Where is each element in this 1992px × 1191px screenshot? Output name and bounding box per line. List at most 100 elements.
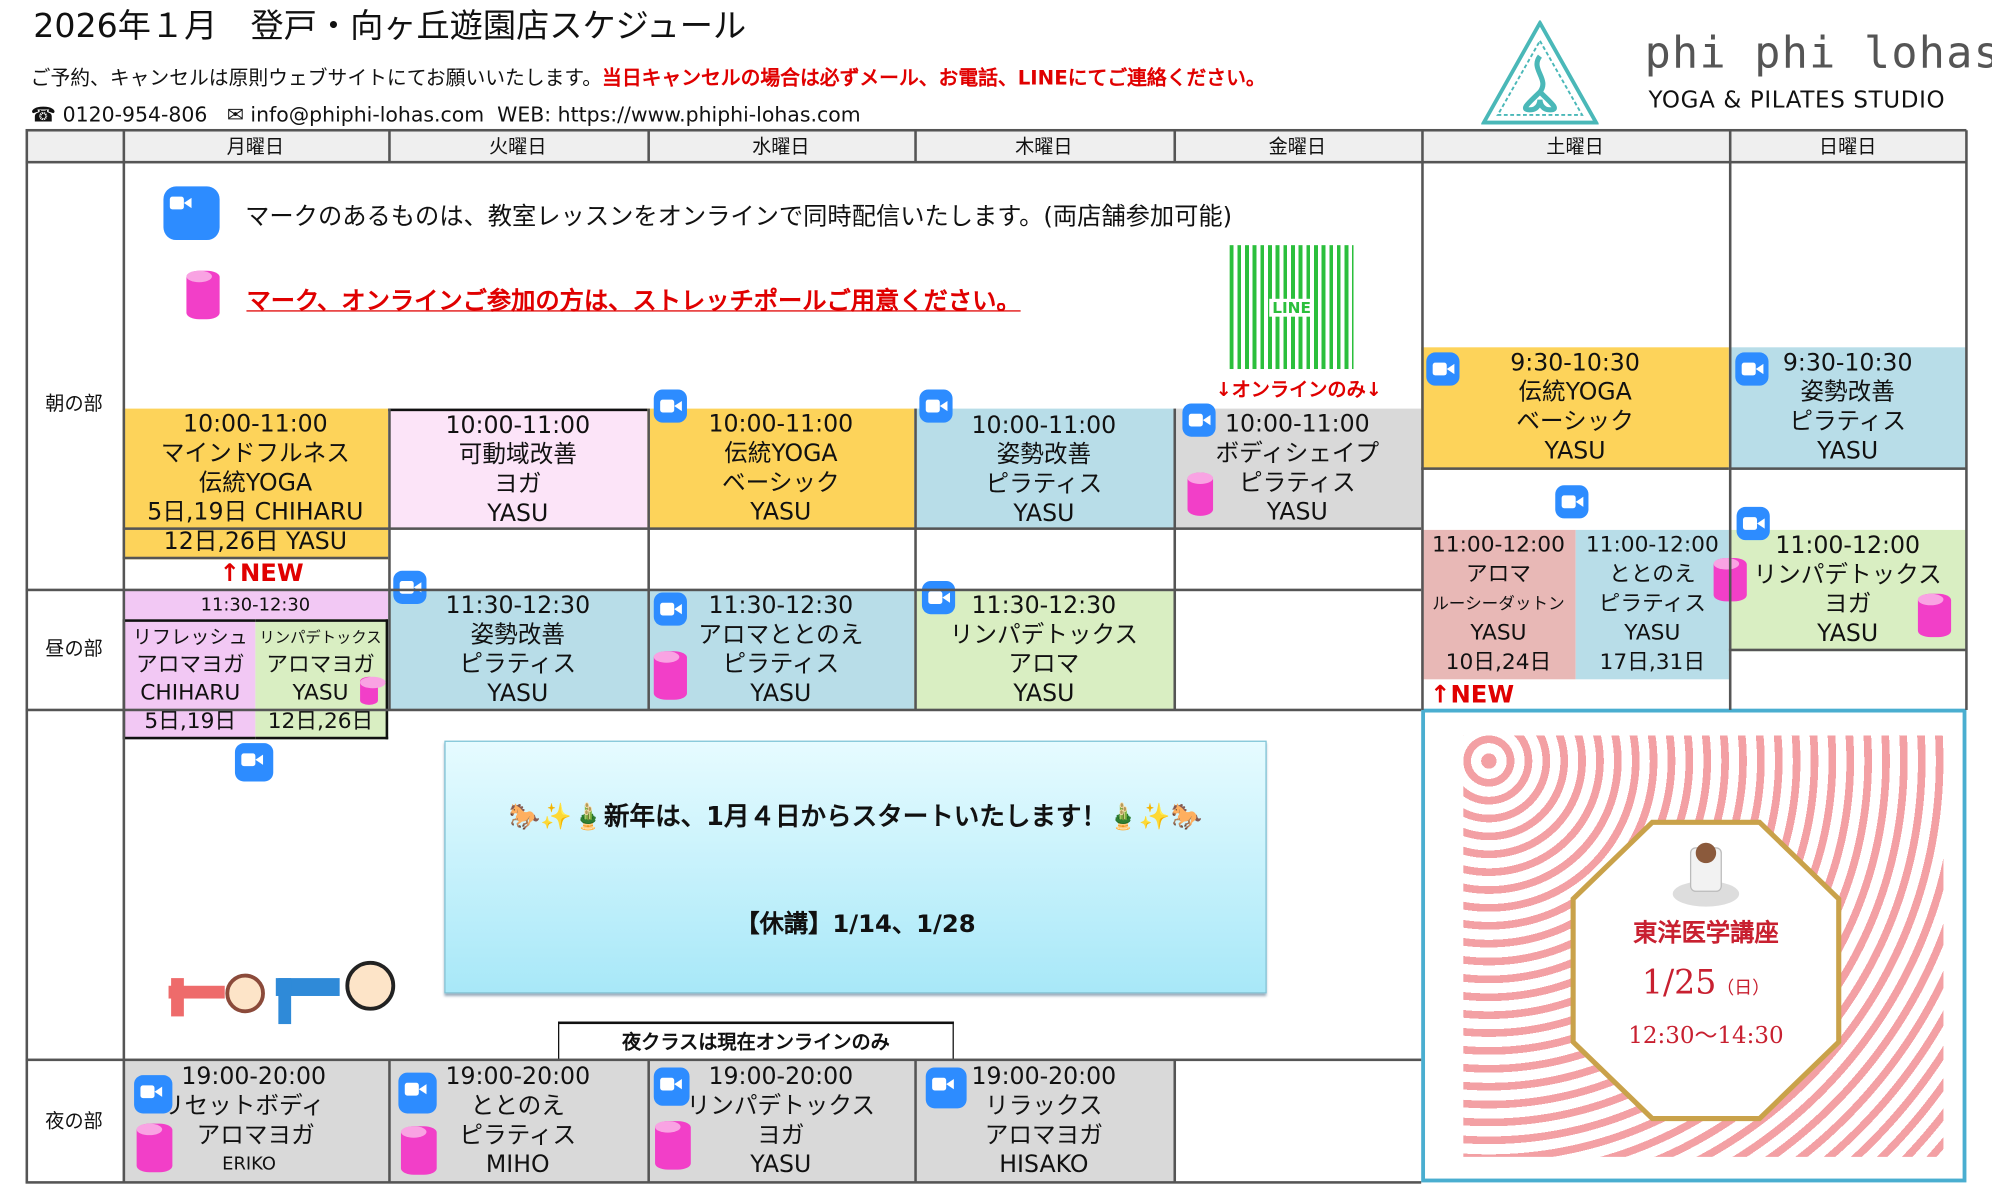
grid-line xyxy=(647,408,650,710)
class-line: アロマ xyxy=(1465,561,1532,588)
class-line: YASU xyxy=(750,1151,812,1179)
class-line: ルーシーダットン xyxy=(1432,595,1565,615)
online-only-label: ↓オンラインのみ↓ xyxy=(1215,377,1382,401)
day-wed: 水曜日 xyxy=(647,130,915,163)
mon-noon-time: 11:30-12:30 xyxy=(122,589,389,620)
row-night: 夜の部 xyxy=(45,1109,103,1133)
web-link[interactable]: WEB: https://www.phiphi-lohas.com xyxy=(497,102,861,127)
zoom-icon xyxy=(1426,352,1460,386)
grid-line xyxy=(25,160,1967,164)
announcement-closed: 【休講】1/14、1/28 xyxy=(735,910,976,939)
grid-line xyxy=(25,708,1422,712)
event-title: 東洋医学講座 xyxy=(1633,919,1779,948)
grid-line xyxy=(25,1181,1422,1184)
class-line: CHIHARU xyxy=(140,680,241,707)
grid-line xyxy=(914,130,917,163)
grid-line xyxy=(25,588,1422,592)
grid-line xyxy=(1728,130,1731,710)
class-line: マインドフルネス xyxy=(160,439,350,467)
day-tue: 火曜日 xyxy=(388,130,648,163)
class-line: 12日,26日 xyxy=(267,708,374,735)
class-line: ベーシック xyxy=(1516,408,1634,436)
class-line: 伝統YOGA xyxy=(198,469,313,497)
grid-line xyxy=(388,408,391,710)
class-line: アロマヨガ xyxy=(135,652,245,679)
class-line: ピラティス xyxy=(1789,408,1907,436)
class-line: リンパデトックス xyxy=(949,621,1138,649)
zoom-icon xyxy=(653,1067,690,1106)
class-line: 可動域改善 xyxy=(458,441,577,469)
zoom-icon xyxy=(919,389,953,423)
grid-line xyxy=(1965,130,1968,710)
class-line: YASU xyxy=(1817,619,1879,647)
pole-note: マーク、オンラインご参加の方は、ストレッチポールご用意ください。 xyxy=(246,287,1021,316)
new-badge: ↑NEW xyxy=(1430,680,1515,709)
class-line: 19:00-20:00 xyxy=(971,1063,1117,1091)
class-line: 5日,19日 CHIHARU xyxy=(147,498,364,526)
grid-line xyxy=(1173,408,1176,710)
email-link[interactable]: ✉ info@phiphi-lohas.com xyxy=(226,102,485,127)
class-line: ピラティス xyxy=(459,1122,577,1150)
announcement-start: 🐎✨🎍新年は、1月４日からスタートいたします！🎍✨🐎 xyxy=(508,800,1203,832)
class-line: ととのえ xyxy=(470,1093,565,1120)
zoom-icon xyxy=(653,389,687,423)
class-line: YASU xyxy=(1013,500,1075,528)
class-line: 10:00-11:00 xyxy=(708,411,854,438)
grid-line xyxy=(647,1059,650,1183)
class-line: 10:00-11:00 xyxy=(445,412,591,440)
class-line: ととのえ xyxy=(1608,561,1696,588)
zoom-icon xyxy=(163,186,220,241)
zoom-icon xyxy=(925,1067,967,1109)
class-line: 5日,19日 xyxy=(144,708,237,735)
zoom-icon xyxy=(1182,403,1216,437)
class-line: リンパデトックス xyxy=(259,628,382,647)
class-line: 17日,31日 xyxy=(1599,649,1706,676)
zoom-icon xyxy=(653,592,687,626)
class-line: 11:30-12:30 xyxy=(708,592,854,620)
class-line: 11:00-12:00 xyxy=(1585,532,1719,559)
class-line: YASU xyxy=(1624,620,1681,647)
class-line: アロマヨガ xyxy=(984,1122,1103,1150)
stretching-people-illustration xyxy=(168,960,396,1025)
grid-line xyxy=(1173,1059,1176,1183)
class-line: 姿勢改善 xyxy=(470,621,566,649)
class-line: 9:30-10:30 xyxy=(1510,349,1640,377)
grid-line xyxy=(122,527,1422,530)
stretch-pole-icon xyxy=(400,1126,437,1175)
class-line: 9:30-10:30 xyxy=(1782,349,1913,377)
class-line: ピラティス xyxy=(1238,469,1356,497)
event-time: 12:30〜14:30 xyxy=(1628,1022,1784,1050)
logo-subtitle: YOGA & PILATES STUDIO xyxy=(1648,86,1946,114)
logo-name: phi phi lohas xyxy=(1644,28,1992,80)
class-line: YASU xyxy=(292,680,349,707)
notice-red-text: 当日キャンセルの場合は必ずメール、お電話、LINEにてご連絡ください。 xyxy=(602,66,1266,90)
zoom-icon xyxy=(134,1075,173,1114)
grid-line xyxy=(25,128,1967,132)
class-line: ヨガ xyxy=(494,471,542,498)
class-line: MIHO xyxy=(485,1151,550,1179)
grid-line xyxy=(388,130,391,163)
class-line: ベーシック xyxy=(721,469,840,497)
zoom-icon xyxy=(393,570,427,604)
line-qr-code[interactable]: LINE xyxy=(1229,245,1354,370)
stretch-pole-icon xyxy=(653,651,687,700)
day-thu: 木曜日 xyxy=(914,130,1174,163)
stretch-pole-icon xyxy=(1187,472,1214,516)
event-card[interactable]: 東洋医学講座 1/25（日） 12:30〜14:30 xyxy=(1421,708,1967,1183)
grid-line xyxy=(914,408,917,710)
announcement-box: 🐎✨🎍新年は、1月４日からスタートいたします！🎍✨🐎 【休講】1/14、1/28 xyxy=(444,740,1267,994)
